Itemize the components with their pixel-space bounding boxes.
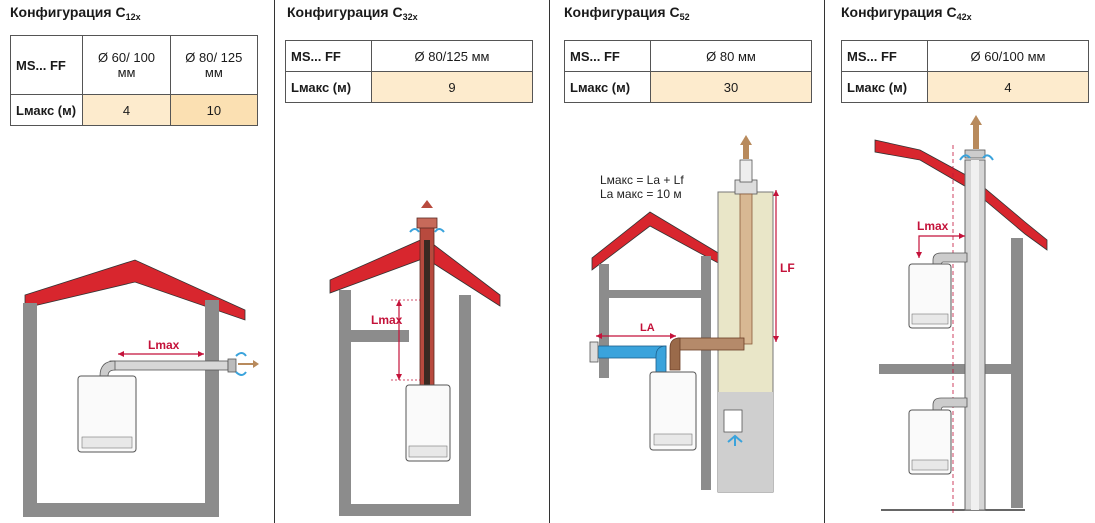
panel-title: Конфигурация C12x	[10, 4, 141, 22]
value-cell: 10	[169, 94, 259, 126]
config-table: MS... FF Ø 60/ 100 мм Ø 80/ 125 мм Lмакс…	[9, 35, 259, 126]
lmax-label: Lmax	[148, 338, 180, 352]
config-table: MS... FF Ø 80 мм Lмакс (м) 30	[564, 40, 812, 103]
formula-line-1: Lмакс = La + Lf	[600, 173, 684, 187]
row-label: Lмакс (м)	[841, 71, 928, 103]
row-label: Lмакс (м)	[564, 71, 651, 103]
lmax-dimension	[918, 235, 965, 258]
panel-title: Конфигурация C32x	[287, 4, 418, 22]
boiler	[77, 375, 137, 453]
value-cell: 30	[650, 71, 812, 103]
boiler	[908, 263, 952, 329]
panel-c32x: Конфигурация C32x MS... FF Ø 80/125 мм L…	[275, 0, 550, 523]
header-label: MS... FF	[9, 35, 84, 95]
config-table: MS... FF Ø 80/125 мм Lмакс (м) 9	[285, 40, 533, 103]
formula-line-2: La макс = 10 м	[600, 187, 682, 201]
diagram-c42x: Lmax	[874, 115, 1048, 515]
house-wall	[23, 300, 219, 517]
roof	[329, 237, 501, 307]
boiler	[405, 384, 451, 462]
lmax-label: Lmax	[917, 219, 949, 233]
panel-c42x: Конфигурация C42x MS... FF Ø 60/100 мм L…	[825, 0, 1095, 523]
roof	[591, 211, 721, 271]
header-label: MS... FF	[841, 40, 928, 72]
panel-title: Конфигурация C52	[564, 4, 690, 22]
air-pipe	[595, 345, 667, 359]
lf-label: LF	[780, 261, 795, 275]
row-label: Lмакс (м)	[285, 71, 372, 103]
panel-divider	[274, 0, 275, 523]
row-label: Lмакс (м)	[9, 94, 84, 126]
diameter-header: Ø 80 мм	[650, 40, 812, 72]
flue-pipe	[109, 360, 229, 371]
panel-title: Конфигурация C42x	[841, 4, 972, 22]
panel-divider	[549, 0, 550, 523]
value-cell: 4	[927, 71, 1089, 103]
value-cell: 9	[371, 71, 533, 103]
diagram-c32x: Lmax	[329, 200, 501, 516]
value-cell: 4	[82, 94, 171, 126]
flue-pipe	[739, 193, 753, 345]
diameter-header: Ø 80/125 мм	[371, 40, 533, 72]
panel-c52: Конфигурация C52 MS... FF Ø 80 мм Lмакс …	[550, 0, 825, 523]
diagram-c12x: Lmax	[23, 259, 259, 517]
boiler	[649, 371, 697, 451]
header-label: MS... FF	[285, 40, 372, 72]
config-table: MS... FF Ø 60/100 мм Lмакс (м) 4	[841, 40, 1089, 103]
lmax-label: Lmax	[371, 313, 403, 327]
roof	[874, 139, 1048, 251]
la-label: LA	[640, 322, 655, 334]
boiler	[908, 409, 952, 475]
panel-divider	[824, 0, 825, 523]
panel-c12x: Конфигурация C12x MS... FF Ø 60/ 100 мм …	[0, 0, 275, 523]
diameter-header: Ø 60/ 100 мм	[82, 35, 171, 95]
diagram-c52: Lмакс = La + Lf La макс = 10 м LF	[589, 135, 795, 493]
house-wall	[339, 290, 471, 516]
